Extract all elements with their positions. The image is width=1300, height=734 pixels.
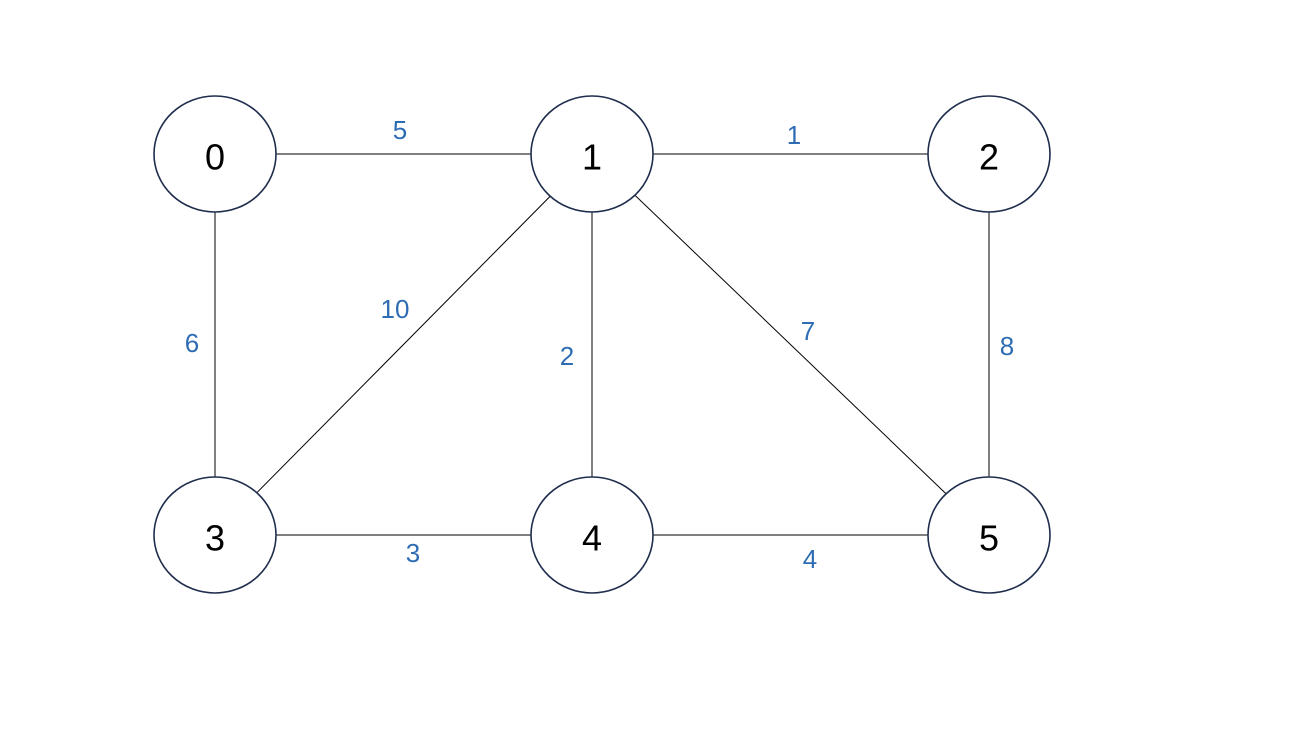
node-5: 5	[927, 476, 1051, 594]
node-label-4: 4	[582, 518, 602, 559]
edge-1-3	[214, 153, 593, 536]
node-label-0: 0	[205, 137, 225, 178]
edge-weight-1-2: 1	[787, 120, 801, 150]
edge-weight-1-5: 7	[801, 316, 815, 346]
nodes-layer: 0 1 2 3 4 5	[153, 95, 1051, 594]
edge-weight-3-4: 3	[406, 538, 420, 568]
node-circle-4	[530, 476, 654, 594]
node-circle-3	[153, 476, 277, 594]
node-label-1: 1	[582, 137, 602, 178]
edge-weight-0-3: 6	[185, 328, 199, 358]
edges-layer	[214, 153, 990, 536]
edge-weight-4-5: 4	[803, 544, 817, 574]
edge-weight-0-1: 5	[393, 115, 407, 145]
node-circle-2	[927, 95, 1051, 213]
edge-weight-1-3: 10	[381, 294, 410, 324]
node-1: 1	[530, 95, 654, 213]
edge-weight-2-5: 8	[1000, 331, 1014, 361]
node-3: 3	[153, 476, 277, 594]
edge-1-5	[591, 153, 990, 536]
node-0: 0	[153, 95, 277, 213]
node-2: 2	[927, 95, 1051, 213]
node-label-3: 3	[205, 518, 225, 559]
node-label-5: 5	[979, 518, 999, 559]
node-4: 4	[530, 476, 654, 594]
node-circle-5	[927, 476, 1051, 594]
node-circle-1	[530, 95, 654, 213]
edge-weight-1-4: 2	[560, 341, 574, 371]
node-label-2: 2	[979, 137, 999, 178]
node-circle-0	[153, 95, 277, 213]
